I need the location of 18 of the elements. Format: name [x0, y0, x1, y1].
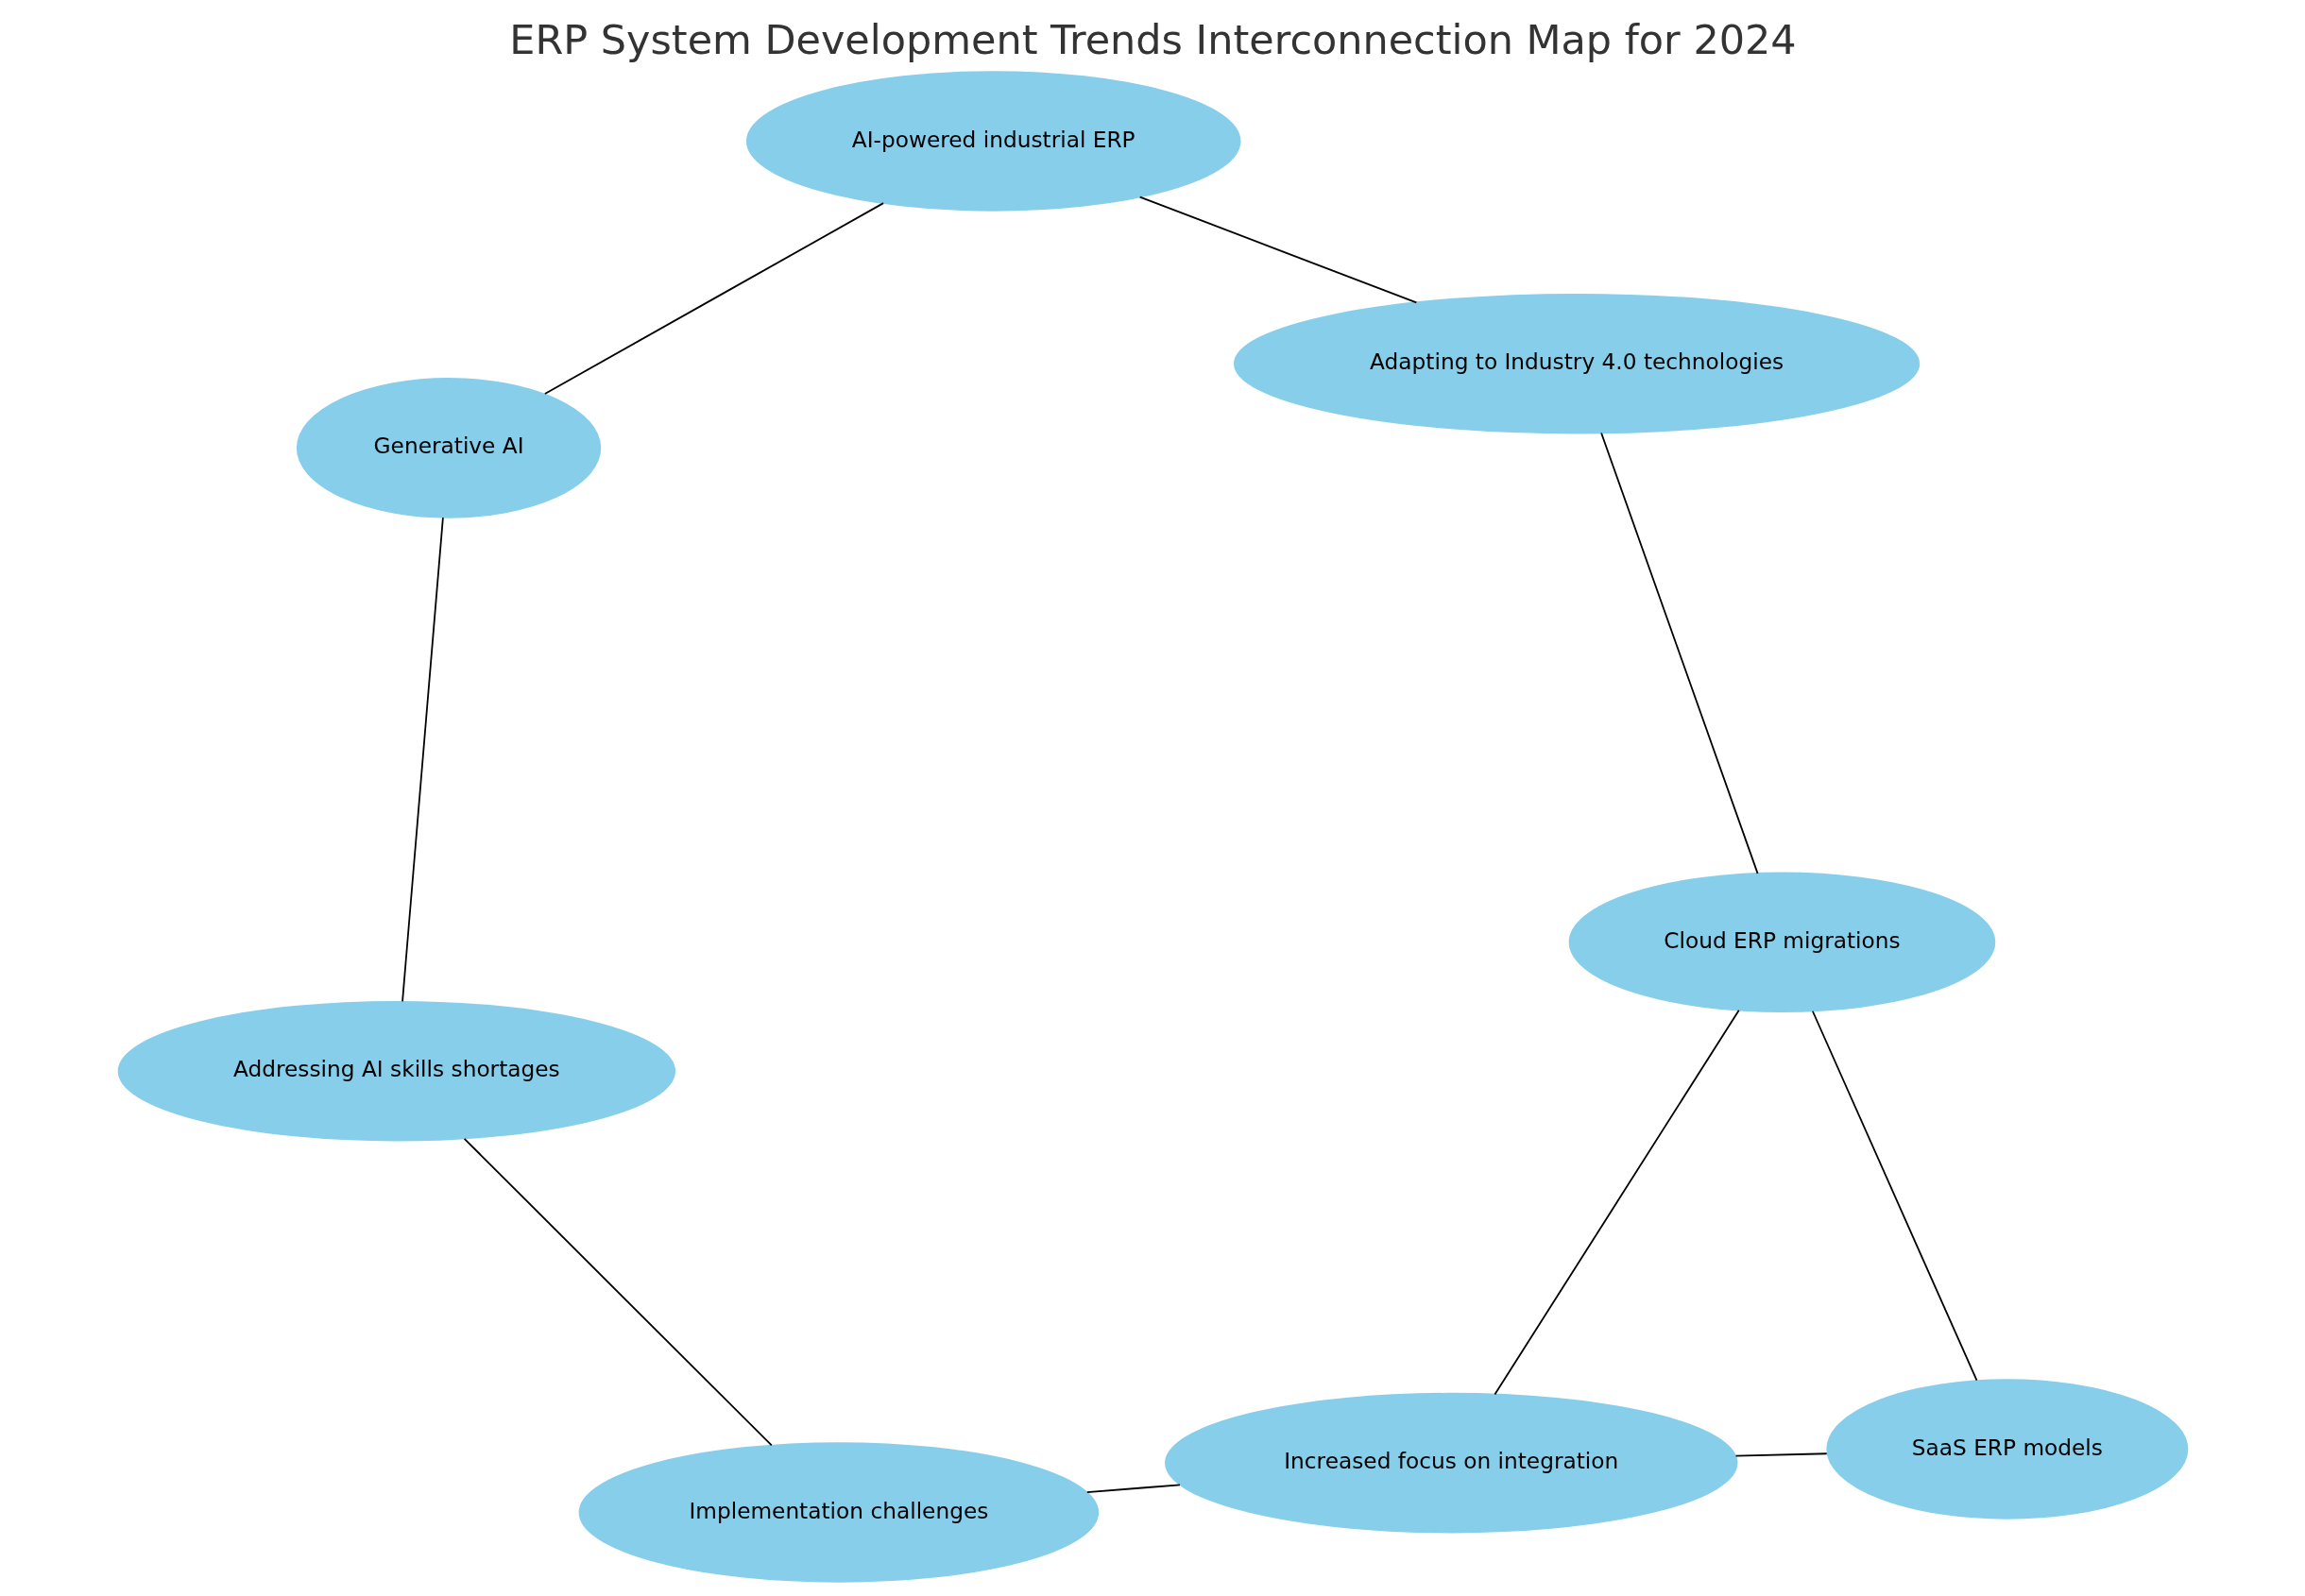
node-ellipse: Cloud ERP migrations [1568, 872, 1995, 1013]
connector [463, 1137, 773, 1447]
node-ellipse: Generative AI [296, 378, 601, 518]
connector [1085, 1484, 1181, 1494]
node-ellipse: AI-powered industrial ERP [745, 71, 1240, 212]
diagram-title: ERP System Development Trends Interconnection Map for 2024 [508, 15, 1797, 63]
node-ellipse: Implementation challenges [578, 1442, 1099, 1583]
connector [543, 202, 884, 395]
node-ellipse: SaaS ERP models [1825, 1379, 2188, 1520]
connector [401, 517, 444, 1003]
node-ellipse: Adapting to Industry 4.0 technologies [1233, 293, 1920, 434]
node-ellipse: Increased focus on integration [1164, 1392, 1737, 1534]
connector [1599, 432, 1758, 874]
connector [1734, 1452, 1828, 1457]
connector [1138, 195, 1417, 304]
connector [1811, 1010, 1977, 1382]
connector [1494, 1009, 1740, 1396]
node-ellipse: Addressing AI skills shortages [117, 1000, 675, 1142]
